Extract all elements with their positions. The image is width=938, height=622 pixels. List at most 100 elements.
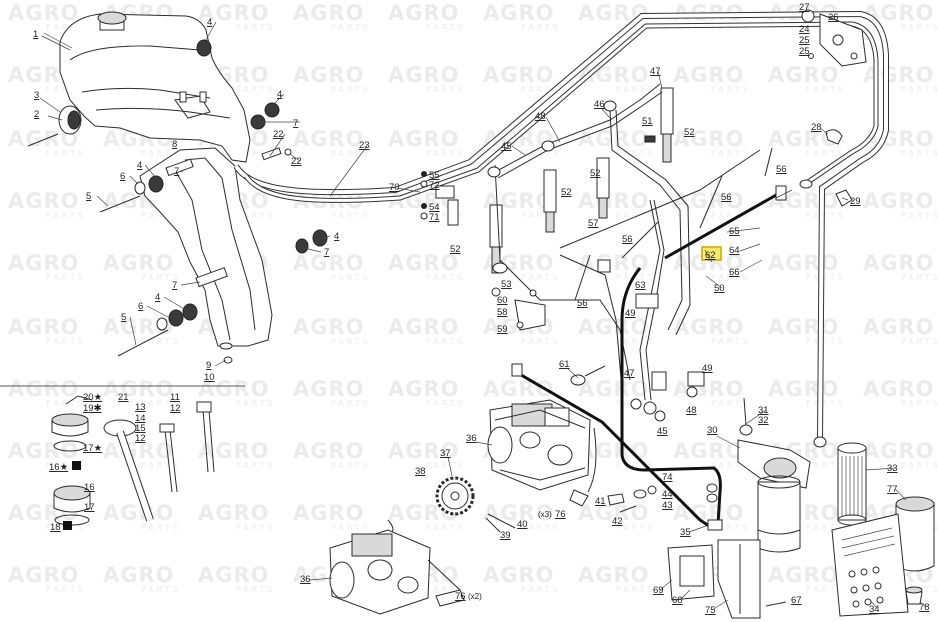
fuel-filter-housing <box>737 397 811 553</box>
fuel-gauge-sender <box>103 401 215 522</box>
watermark-sub: PARTS <box>806 85 846 94</box>
callout: 8 <box>172 139 177 150</box>
callout: 65 <box>729 226 740 237</box>
callout: 43 <box>662 500 673 511</box>
callout: 6 <box>120 171 125 182</box>
callout: 18 <box>50 522 61 533</box>
callout: 52 <box>590 168 601 179</box>
filler-cap-icon <box>97 11 127 25</box>
callout: 76 <box>555 509 566 520</box>
watermark-brand: AGRO <box>198 563 270 587</box>
callout: 7 <box>293 118 298 129</box>
callout: 7 <box>174 166 179 177</box>
callout: 36 <box>466 433 477 444</box>
watermark-sub: PARTS <box>616 523 656 532</box>
watermark-brand: AGRO <box>768 377 840 401</box>
watermark-brand: AGRO <box>673 315 745 339</box>
watermark-sub: PARTS <box>806 337 846 346</box>
callout: 49 <box>625 308 636 319</box>
watermark-brand: AGRO <box>578 439 650 463</box>
callout: 6 <box>138 301 143 312</box>
watermark-sub: PARTS <box>806 585 846 594</box>
watermark-sub: PARTS <box>141 149 181 158</box>
callout: 74 <box>662 472 673 483</box>
callout: 68 <box>672 595 683 606</box>
watermark-sub: PARTS <box>236 23 276 32</box>
watermark-brand: AGRO <box>673 439 745 463</box>
callout: 25 <box>799 35 810 46</box>
callout: 27 <box>799 2 810 13</box>
callout: 35 <box>680 527 691 538</box>
bracket-plate-69-68 <box>667 544 715 601</box>
fuel-filter-77 <box>895 496 935 572</box>
watermark-brand: AGRO <box>483 63 555 87</box>
tank-cap-assembly <box>51 395 93 452</box>
watermark-sub: PARTS <box>901 149 938 158</box>
fitting-29 <box>835 189 853 207</box>
callout: 16 <box>84 482 95 493</box>
watermark-brand: AGRO <box>578 127 650 151</box>
watermark-sub: PARTS <box>711 399 751 408</box>
watermark-sub: PARTS <box>46 337 86 346</box>
watermark-sub: PARTS <box>236 399 276 408</box>
watermark-sub: PARTS <box>901 337 938 346</box>
watermark-sub: PARTS <box>711 461 751 470</box>
callout: 4 <box>155 292 160 303</box>
watermark-sub: PARTS <box>426 523 466 532</box>
watermark-sub: PARTS <box>806 149 846 158</box>
drain-plug-78 <box>905 586 923 605</box>
callout: 67 <box>791 595 802 606</box>
watermark-sub: PARTS <box>901 211 938 220</box>
watermark-sub: PARTS <box>46 149 86 158</box>
callout: 56 <box>776 164 787 175</box>
watermark-sub: PARTS <box>616 211 656 220</box>
callout: 52 <box>561 187 572 198</box>
pipe-clips <box>570 293 705 422</box>
callout: 11 <box>170 392 180 403</box>
callout: 20★ <box>83 392 103 403</box>
fuel-hose-70 <box>243 21 879 448</box>
watermark-brand: AGRO <box>388 127 460 151</box>
callout: 57 <box>588 218 599 229</box>
callout: 51 <box>642 116 653 127</box>
callout: 7 <box>172 280 177 291</box>
callout: 48 <box>535 111 546 122</box>
watermark-sub: PARTS <box>46 211 86 220</box>
watermark-brand: AGRO <box>8 315 80 339</box>
watermark-sub: PARTS <box>331 211 371 220</box>
callout: 19✱ <box>83 403 102 414</box>
watermark-sub: PARTS <box>141 585 181 594</box>
rubber-mounts <box>99 39 328 357</box>
watermark-sub: PARTS <box>46 461 86 470</box>
watermark-brand: AGRO <box>863 251 935 275</box>
callout: 59 <box>497 324 508 335</box>
watermark-brand: AGRO <box>293 1 365 25</box>
callout: 5 <box>121 312 126 323</box>
watermark-sub: PARTS <box>236 211 276 220</box>
callout: 4 <box>277 89 282 100</box>
watermark-sub: PARTS <box>711 337 751 346</box>
quantity-note: (x3) <box>538 510 552 519</box>
watermark-brand: AGRO <box>388 315 460 339</box>
callout: 47 <box>650 66 661 77</box>
watermark-sub: PARTS <box>426 337 466 346</box>
watermark-brand: AGRO <box>863 189 935 213</box>
callout: 36 <box>300 574 311 585</box>
watermark-sub: PARTS <box>236 461 276 470</box>
watermark-brand: AGRO <box>103 563 175 587</box>
watermark-sub: PARTS <box>711 85 751 94</box>
watermark-sub: PARTS <box>426 23 466 32</box>
callout: 14 <box>135 413 146 424</box>
callout: 22 <box>273 129 284 140</box>
callout: 28 <box>811 122 822 133</box>
watermark-sub: PARTS <box>806 523 846 532</box>
watermark-brand: AGRO <box>103 251 175 275</box>
watermark-sub: PARTS <box>141 211 181 220</box>
callout: 13 <box>135 402 146 413</box>
watermark-brand: AGRO <box>483 1 555 25</box>
watermark-sub: PARTS <box>331 273 371 282</box>
watermark-sub: PARTS <box>806 399 846 408</box>
watermark-sub: PARTS <box>806 273 846 282</box>
fuel-filter-33 <box>837 442 867 526</box>
injection-pump-lower <box>329 519 465 615</box>
